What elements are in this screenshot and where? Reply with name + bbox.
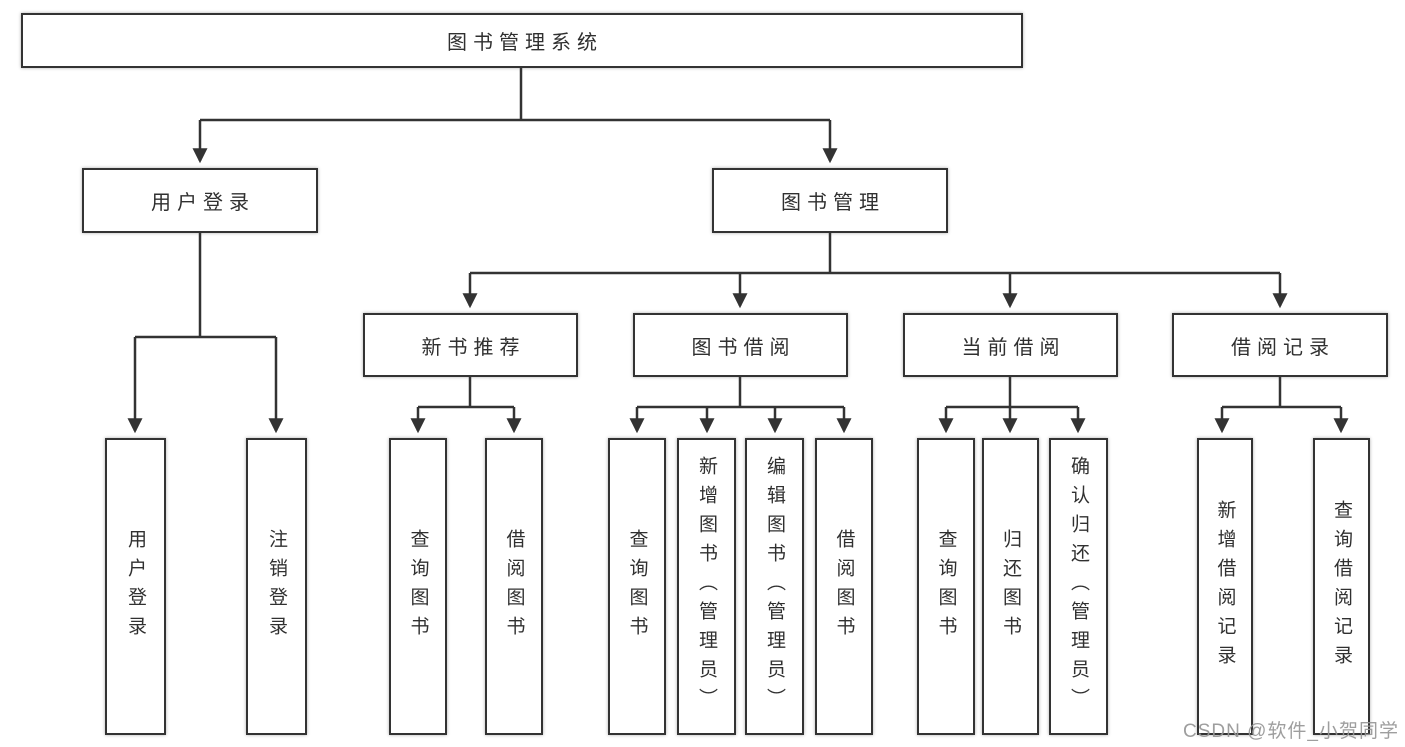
leaf-confirm-return-admin: 确认归还（管理员） (1049, 438, 1108, 735)
leaf-logout-label: 注销登录 (266, 528, 287, 645)
leaf-edit-books-admin-label: 编辑图书（管理员） (764, 456, 785, 717)
box-current-borrowing: 当前借阅 (903, 313, 1118, 377)
leaf-return-books-label: 归还图书 (1000, 528, 1021, 645)
connector-current-branch (946, 377, 1078, 409)
leaf-query-books-recommend: 查询图书 (389, 438, 447, 735)
box-book-borrowing: 图书借阅 (633, 313, 848, 377)
leaf-borrow-books-recommend-label: 借阅图书 (503, 528, 525, 645)
box-borrowing-records: 借阅记录 (1172, 313, 1388, 377)
leaf-query-books-current: 查询图书 (917, 438, 975, 735)
leaf-query-books-current-label: 查询图书 (935, 528, 957, 645)
connector-user-login-branch (135, 233, 276, 339)
leaf-query-books-borrowing: 查询图书 (608, 438, 666, 735)
leaf-add-books-admin-label: 新增图书（管理员） (696, 456, 717, 717)
connector-root-branch (200, 68, 830, 122)
leaf-query-borrow-record-label: 查询借阅记录 (1331, 499, 1352, 674)
box-book-management: 图书管理 (712, 168, 948, 233)
leaf-query-books-recommend-label: 查询图书 (407, 528, 429, 645)
leaf-user-login-label: 用户登录 (125, 528, 146, 645)
leaf-edit-books-admin: 编辑图书（管理员） (745, 438, 804, 735)
leaf-borrow-books-recommend: 借阅图书 (485, 438, 543, 735)
leaf-query-borrow-record: 查询借阅记录 (1313, 438, 1370, 735)
leaf-borrow-books-label: 借阅图书 (833, 528, 855, 645)
box-user-login: 用户登录 (82, 168, 318, 233)
leaf-return-books: 归还图书 (982, 438, 1039, 735)
leaf-user-login: 用户登录 (105, 438, 166, 735)
leaf-query-books-borrowing-label: 查询图书 (626, 528, 648, 645)
connector-book-mgmt-branch (470, 233, 1280, 275)
leaf-logout: 注销登录 (246, 438, 307, 735)
leaf-add-books-admin: 新增图书（管理员） (677, 438, 736, 735)
connector-borrowing-branch (637, 377, 844, 409)
leaf-add-borrow-record-label: 新增借阅记录 (1214, 499, 1236, 674)
leaf-add-borrow-record: 新增借阅记录 (1197, 438, 1253, 735)
box-library-system-root: 图书管理系统 (21, 13, 1023, 68)
connector-recommend-branch (418, 377, 514, 409)
leaf-borrow-books: 借阅图书 (815, 438, 873, 735)
csdn-watermark: CSDN @软件_小贺同学 (1183, 721, 1399, 742)
leaf-confirm-return-admin-label: 确认归还（管理员） (1068, 456, 1089, 717)
connector-records-branch (1222, 377, 1341, 409)
box-new-book-recommend: 新书推荐 (363, 313, 578, 377)
